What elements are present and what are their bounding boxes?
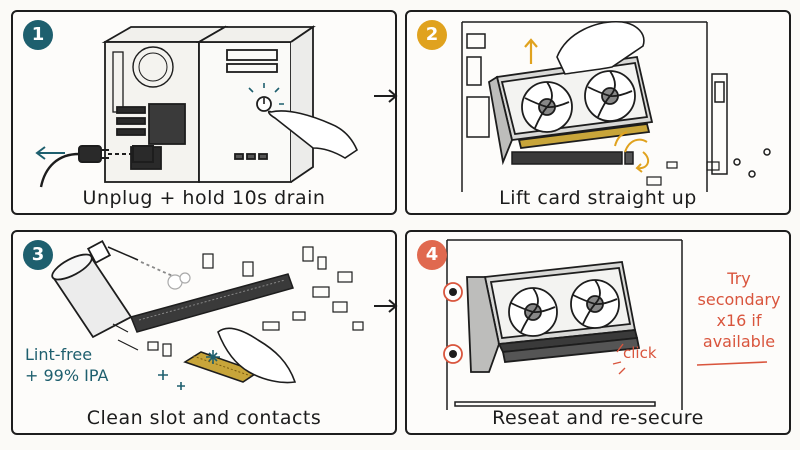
step-4-caption: Reseat and re-secure bbox=[492, 407, 704, 429]
hand-pressing bbox=[267, 110, 358, 159]
step-4-panel: 4 Try second bbox=[405, 230, 791, 435]
pcie-slot bbox=[511, 151, 634, 165]
rotate-latch-icon bbox=[614, 131, 650, 173]
step-3-caption: Clean slot and contacts bbox=[86, 407, 322, 429]
step-1-caption: Unplug + hold 10s drain bbox=[82, 187, 326, 209]
secondary-note-line3: x16 if bbox=[716, 311, 762, 330]
screw-icon bbox=[443, 282, 463, 364]
step-2-caption: Lift card straight up bbox=[499, 187, 697, 209]
case-interior bbox=[446, 239, 683, 410]
arrow-up-icon bbox=[524, 38, 538, 64]
spray-can-icon bbox=[51, 239, 191, 339]
step-2-panel: 2 bbox=[405, 10, 791, 215]
step-2-badge: 2 bbox=[417, 20, 447, 50]
secondary-slot-note: Try secondary x16 if available bbox=[689, 268, 789, 352]
power-button-icon bbox=[248, 83, 284, 112]
reseat-card-illustration bbox=[443, 239, 768, 410]
click-label: click bbox=[623, 344, 657, 362]
cleaning-note-line2: + 99% IPA bbox=[25, 366, 109, 385]
clean-slot-illustration bbox=[51, 239, 364, 390]
lint-free-cloth bbox=[217, 327, 297, 384]
motherboard-components bbox=[112, 246, 364, 357]
unplug-illustration bbox=[35, 25, 358, 188]
step-1-panel: 1 bbox=[11, 10, 397, 215]
pcie-slot bbox=[129, 273, 294, 333]
hand-lifting bbox=[556, 21, 645, 75]
step-3-panel: 3 bbox=[11, 230, 397, 435]
cleaning-note-line1: Lint-free bbox=[25, 345, 93, 364]
sparkle-icon bbox=[158, 350, 220, 390]
arrow-left-icon bbox=[35, 146, 65, 160]
graphics-card bbox=[466, 261, 641, 373]
cleaning-note: Lint-free + 99% IPA bbox=[25, 344, 108, 386]
note-underline bbox=[696, 361, 768, 366]
secondary-note-line4: available bbox=[702, 332, 776, 351]
power-plug-icon bbox=[39, 145, 154, 188]
click-marks bbox=[612, 343, 626, 375]
lift-card-illustration bbox=[461, 21, 771, 192]
arrow-right-icon bbox=[374, 89, 398, 103]
step-1-badge: 1 bbox=[23, 20, 53, 50]
arrow-right-icon bbox=[374, 299, 398, 313]
graphics-card bbox=[488, 55, 654, 166]
step-3-badge: 3 bbox=[23, 240, 53, 270]
step-4-badge: 4 bbox=[417, 240, 447, 270]
secondary-note-line2: secondary bbox=[697, 290, 781, 309]
secondary-note-line1: Try bbox=[727, 269, 751, 288]
